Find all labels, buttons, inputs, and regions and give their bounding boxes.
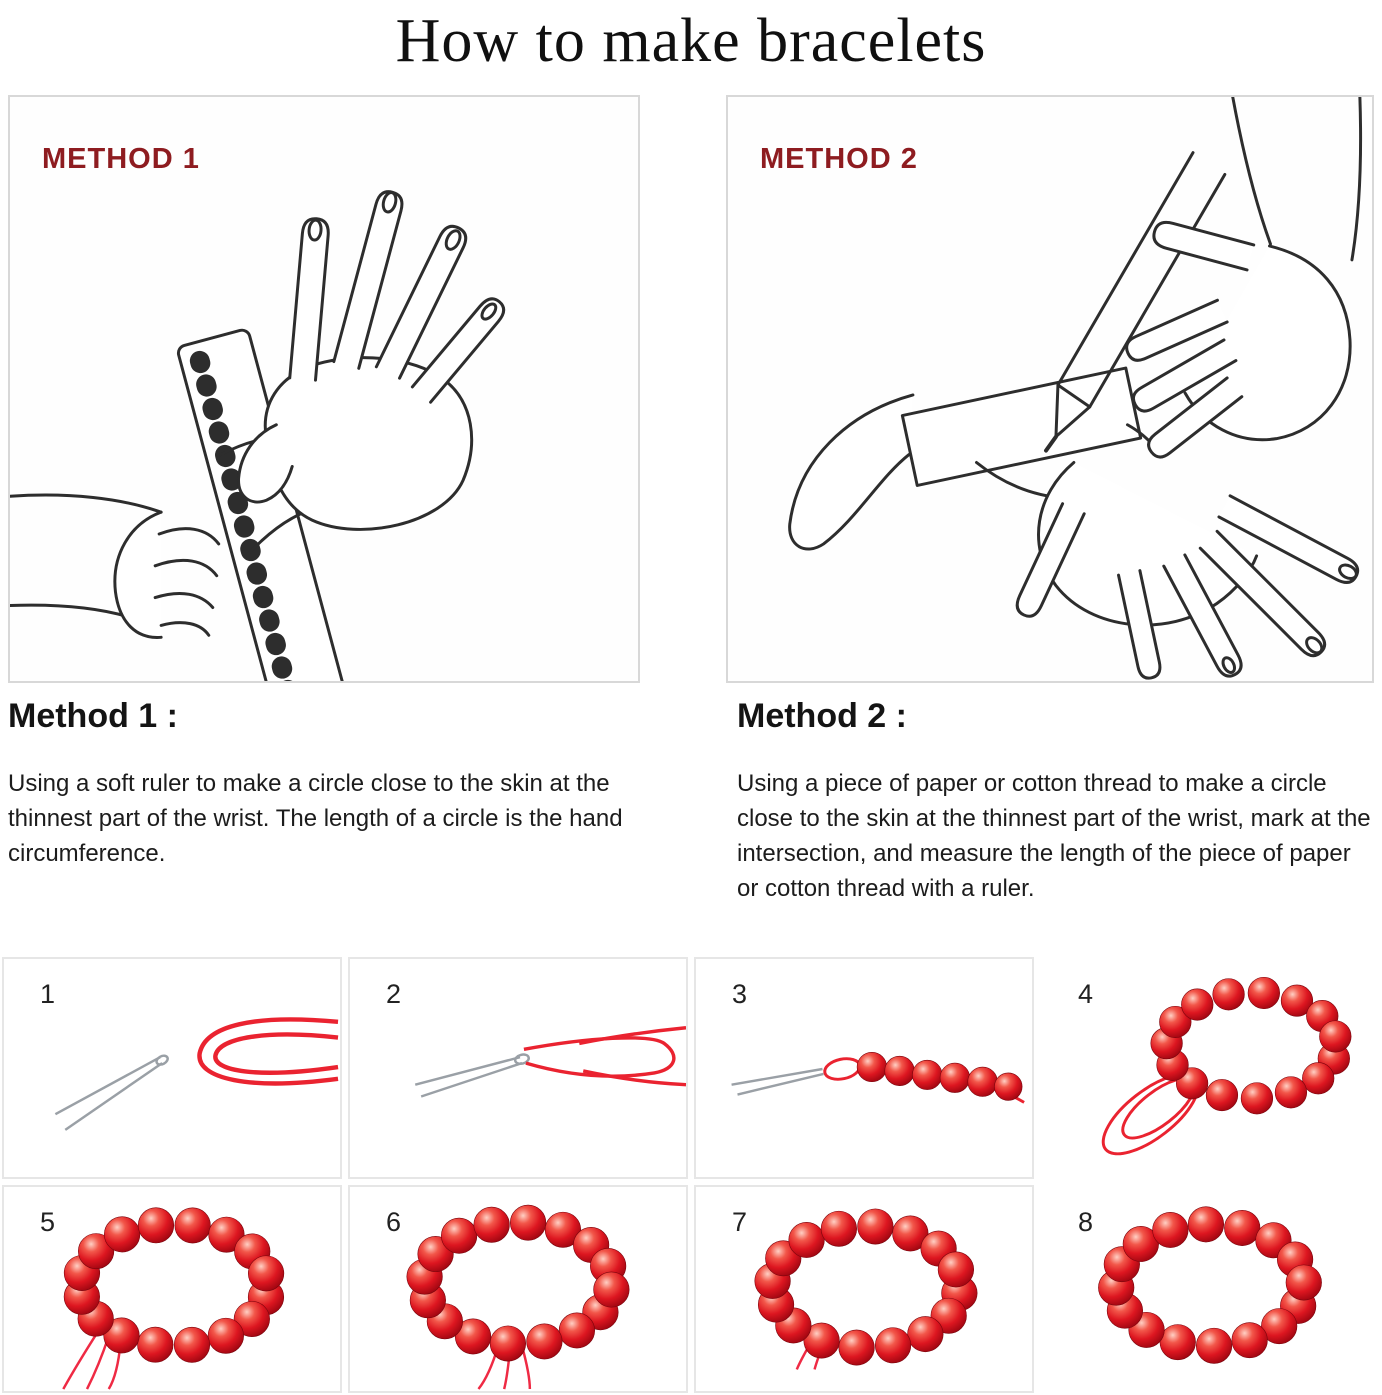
step-number: 2 — [386, 979, 402, 1009]
step-number: 3 — [732, 979, 748, 1009]
method-2-description-block: Method 2 : Using a piece of paper or cot… — [737, 697, 1377, 906]
method-1-heading: Method 1 : — [8, 697, 178, 735]
step-number: 1 — [40, 979, 56, 1009]
page-title: How to make bracelets — [395, 7, 987, 75]
gripping-hand — [113, 510, 221, 639]
needle — [731, 1067, 824, 1096]
step-cell-1: 1 — [2, 957, 342, 1179]
needle-threaded-icon — [414, 1026, 686, 1098]
method-2-panel: METHOD 2 — [726, 95, 1374, 683]
open-hand — [237, 190, 506, 531]
beads-on-cord-icon — [731, 1051, 1025, 1104]
step-cell-6: 6 — [348, 1185, 688, 1393]
pen-hand — [1125, 97, 1363, 459]
needle-and-folded-cord-icon — [54, 1017, 339, 1131]
needle — [54, 1054, 169, 1131]
step-number: 4 — [1078, 979, 1094, 1009]
marked-hand — [1015, 461, 1360, 680]
step-number: 5 — [40, 1207, 56, 1237]
bracelet-trimmed-icon — [754, 1208, 978, 1370]
paper-strip-end — [788, 393, 915, 551]
step-number: 8 — [1078, 1207, 1094, 1237]
method-2-illustration — [788, 97, 1363, 680]
bracelet-loose-threads-icon — [62, 1207, 285, 1390]
step-cell-2: 2 — [348, 957, 688, 1179]
method-2-heading: Method 2 : — [737, 697, 907, 735]
cords — [523, 1026, 686, 1087]
method-1-panel: METHOD 1 — [8, 95, 640, 683]
bracelet-knotting-icon — [406, 1204, 630, 1390]
method-1-description-block: Method 1 : Using a soft ruler to make a … — [8, 697, 630, 871]
method-2-description: Using a piece of paper or cotton thread … — [737, 770, 1371, 903]
step-cell-8: 8 — [1040, 1185, 1380, 1393]
soft-ruler — [176, 328, 351, 681]
method-1-illustration — [10, 190, 506, 681]
step-number: 6 — [386, 1207, 402, 1237]
folded-cord — [197, 1017, 339, 1086]
step-number: 7 — [732, 1207, 748, 1237]
pen — [1044, 151, 1227, 453]
bead-ring-with-loop-icon — [1101, 976, 1352, 1156]
step-cell-3: 3 — [694, 957, 1034, 1179]
step-cell-5: 5 — [2, 1185, 342, 1393]
method-2-badge: METHOD 2 — [760, 143, 918, 175]
steps-grid: 1 2 — [2, 957, 1380, 1393]
bead-strand — [856, 1051, 1023, 1101]
needle — [414, 1053, 530, 1098]
method-1-description: Using a soft ruler to make a circle clos… — [8, 770, 623, 868]
bracelet-finished-icon — [1098, 1206, 1322, 1364]
step-cell-7: 7 — [694, 1185, 1034, 1393]
method-1-badge: METHOD 1 — [42, 143, 200, 175]
paper-strip-band — [900, 366, 1143, 487]
step-cell-4: 4 — [1040, 957, 1380, 1179]
